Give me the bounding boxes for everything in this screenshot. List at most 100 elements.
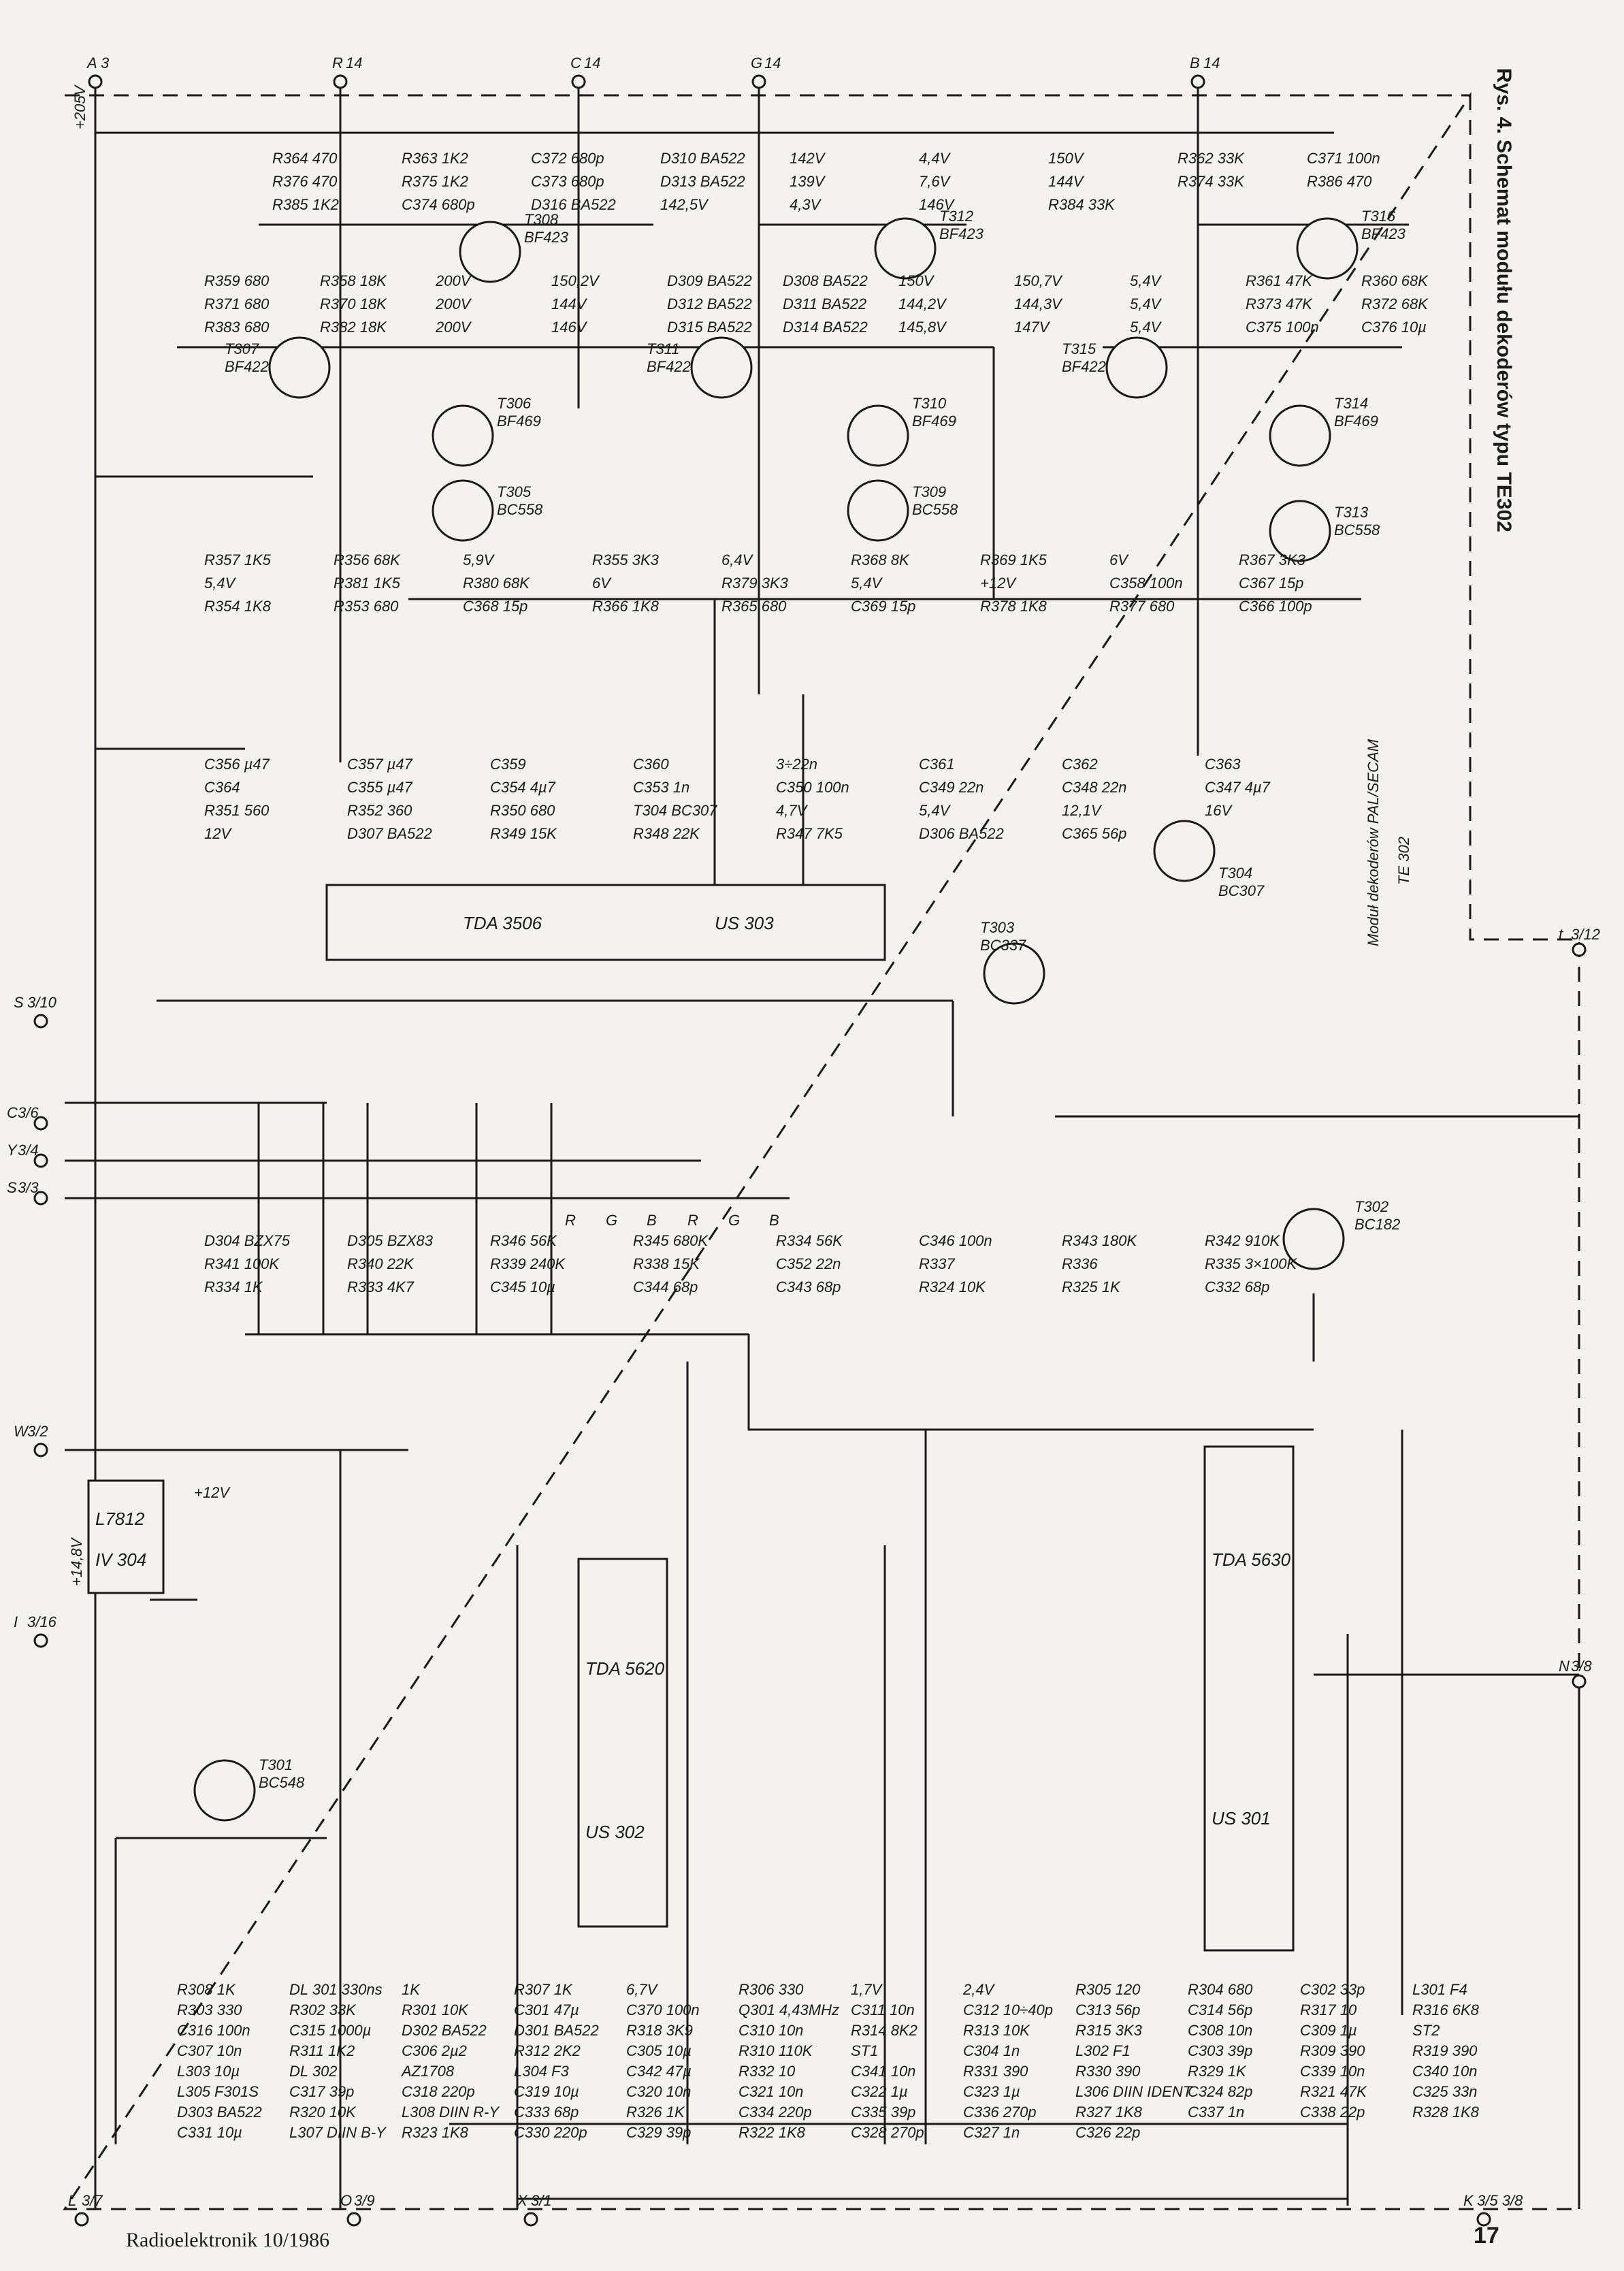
component-label: C345 10µ <box>490 1278 555 1295</box>
component-label: R308 1K <box>177 1981 236 1998</box>
page-number: 17 <box>1474 2223 1499 2249</box>
component-label: R310 110K <box>738 2042 813 2059</box>
component-label: D304 BZX75 <box>204 1232 291 1249</box>
component-label: R306 330 <box>738 1981 804 1998</box>
component-label: 5,4V <box>1130 272 1163 289</box>
component-label: C360 <box>633 756 669 773</box>
component-label: R380 68K <box>463 575 530 592</box>
component-label: R342 910K <box>1205 1232 1280 1249</box>
component-label: D310 BA522 <box>660 150 745 167</box>
component-label: R307 1K <box>514 1981 573 1998</box>
component-label: C339 10n <box>1300 2063 1365 2080</box>
transistor-type: BF469 <box>1334 413 1378 430</box>
component-label: C338 22p <box>1300 2104 1365 2121</box>
component-label: 145,8V <box>898 319 947 336</box>
component-label: R367 3K3 <box>1239 551 1306 568</box>
connector-pin: 3/3 <box>18 1179 39 1196</box>
component-label: L305 F301S <box>177 2083 259 2100</box>
component-label: 6,7V <box>626 1981 659 1998</box>
component-label: C375 100n <box>1246 319 1319 336</box>
component-label: R331 390 <box>963 2063 1028 2080</box>
component-label: R316 6K8 <box>1412 2001 1480 2018</box>
component-label: R333 4K7 <box>347 1278 415 1295</box>
component-label: C344 68p <box>633 1278 698 1295</box>
component-label: 1K <box>402 1981 421 1998</box>
component-label: C341 10n <box>851 2063 915 2080</box>
component-label: R383 680 <box>204 319 270 336</box>
component-label: 139V <box>790 173 826 190</box>
component-label: C336 270p <box>963 2104 1037 2121</box>
transistor-type: BF422 <box>647 358 691 375</box>
component-label: 144,3V <box>1014 295 1063 312</box>
component-label: R371 680 <box>204 295 270 312</box>
transistor-type: BF423 <box>1361 225 1406 242</box>
component-label: C311 10n <box>851 2001 915 2018</box>
component-label: D301 BA522 <box>514 2022 599 2039</box>
component-label: C315 1000µ <box>289 2022 371 2039</box>
component-label: C330 220p <box>514 2124 587 2141</box>
component-label: R356 68K <box>334 551 401 568</box>
component-label: R350 680 <box>490 802 555 819</box>
transistor-ref: T306 <box>497 395 532 412</box>
component-label: 150,7V <box>1014 272 1063 289</box>
component-label: C376 10µ <box>1361 319 1427 336</box>
component-label: R355 3K3 <box>592 551 660 568</box>
component-label: R361 47K <box>1246 272 1313 289</box>
connector-id: C <box>7 1104 18 1121</box>
connector-id: S <box>14 994 24 1011</box>
component-label: R370 18K <box>320 295 387 312</box>
component-label: C304 1n <box>963 2042 1020 2059</box>
component-label: C370 100n <box>626 2001 700 2018</box>
connector-pin: 3/10 <box>27 994 57 1011</box>
component-label: L304 F3 <box>514 2063 569 2080</box>
connector-id: O <box>340 2192 352 2209</box>
component-label: R351 560 <box>204 802 270 819</box>
component-label: C356 µ47 <box>204 756 270 773</box>
component-label: 5,4V <box>1130 295 1163 312</box>
jumper-label: G <box>728 1212 740 1229</box>
component-label: 200V <box>435 319 472 336</box>
component-label: 6,4V <box>721 551 754 568</box>
component-label: 5,4V <box>204 575 237 592</box>
component-label: D309 BA522 <box>667 272 752 289</box>
component-label: R311 1K2 <box>289 2042 355 2059</box>
transistor-ref: T308 <box>524 211 559 228</box>
component-label: R341 100K <box>204 1255 280 1272</box>
component-label: ST2 <box>1412 2022 1440 2039</box>
component-label: R336 <box>1062 1255 1098 1272</box>
supply-label: +12V <box>194 1484 231 1501</box>
component-label: C346 100n <box>919 1232 992 1249</box>
component-label: 12,1V <box>1062 802 1103 819</box>
component-label: T304 BC307 <box>633 802 717 819</box>
regulator-alt-label: IV 304 <box>95 1549 146 1570</box>
component-label: R381 1K5 <box>334 575 401 592</box>
component-label: C308 10n <box>1188 2022 1252 2039</box>
component-label: R377 680 <box>1109 598 1175 615</box>
component-label: R330 390 <box>1075 2063 1141 2080</box>
connector-id: t <box>1559 926 1563 943</box>
component-label: R373 47K <box>1246 295 1313 312</box>
component-label: 142V <box>790 150 826 167</box>
ic-tda5620-label: TDA 5620 <box>585 1658 665 1679</box>
component-label: C365 56p <box>1062 825 1126 842</box>
transistor-ref: T311 <box>647 340 680 357</box>
transistor-type: BF423 <box>524 229 569 246</box>
component-label: 142,5V <box>660 196 709 213</box>
component-label: 5,9V <box>463 551 496 568</box>
component-label: 200V <box>435 272 472 289</box>
component-label: C367 15p <box>1239 575 1303 592</box>
ic-us303-label: US 303 <box>715 913 774 933</box>
component-label: R337 <box>919 1255 955 1272</box>
component-label: D306 BA522 <box>919 825 1004 842</box>
component-label: C366 100p <box>1239 598 1312 615</box>
jumper-label: B <box>769 1212 779 1229</box>
component-label: R309 390 <box>1300 2042 1365 2059</box>
component-label: C349 22n <box>919 779 984 796</box>
component-label: C337 1n <box>1188 2104 1244 2121</box>
transistor-type: BF422 <box>1062 358 1106 375</box>
component-label: R304 680 <box>1188 1981 1253 1998</box>
jumper-label: R <box>687 1212 698 1229</box>
component-label: C374 680p <box>402 196 475 213</box>
component-label: D315 BA522 <box>667 319 752 336</box>
transistor-ref: T315 <box>1062 340 1097 357</box>
